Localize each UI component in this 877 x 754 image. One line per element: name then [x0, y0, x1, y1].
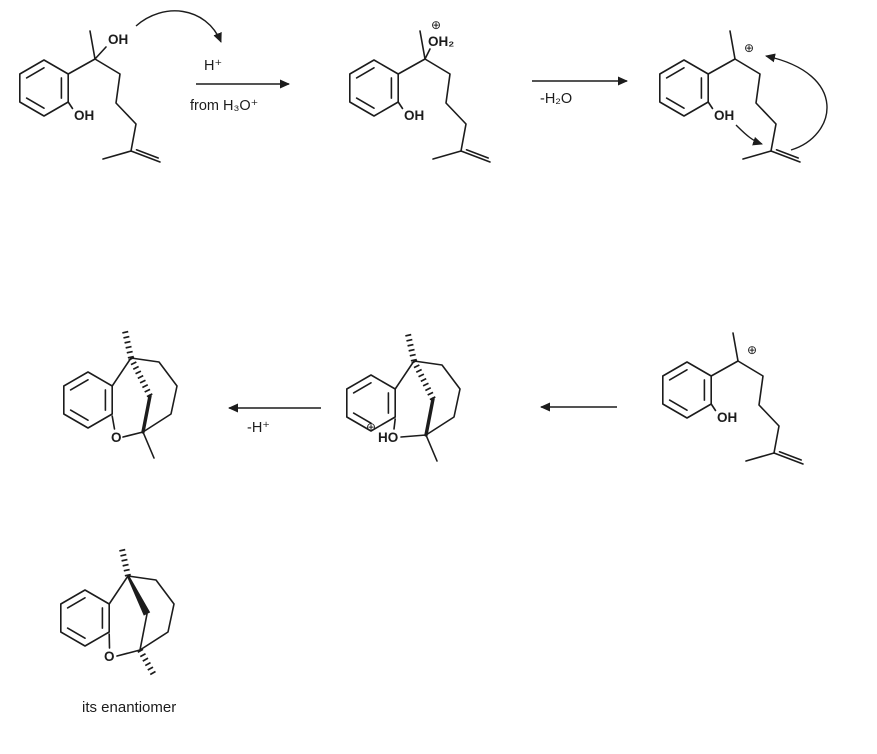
phenol-chain-skeleton [663, 333, 803, 464]
hashed-methyl-bond [405, 333, 417, 362]
aryl-o-bond [393, 418, 397, 430]
structure-protonated-bicyclic-ether: ⊕ HO [345, 333, 461, 462]
benzene-ring [62, 371, 113, 429]
bold-bridge-bond [424, 397, 435, 437]
hashed-bridge-bond [128, 356, 153, 398]
bold-bridge-bond [141, 394, 152, 434]
phenol-oh-label: OH [717, 410, 737, 425]
plus-charge-icon: ⊕ [747, 343, 757, 357]
ring-bond [108, 575, 129, 605]
bridge-bond [139, 613, 148, 651]
step1-reagent-label: H⁺ [204, 58, 222, 74]
phenol-oh-label: OH [74, 108, 94, 123]
phenol-chain-skeleton [20, 31, 160, 162]
plus-charge-icon: ⊕ [744, 41, 754, 55]
methyl-bond [425, 434, 438, 462]
c-oh2-bond [424, 48, 431, 60]
hashed-methyl-bond [119, 548, 131, 577]
phenol-oh-label: OH [714, 108, 734, 123]
phenol-chain-skeleton [660, 31, 800, 162]
phenol-oh-label: OH [404, 108, 424, 123]
structure-bicyclic-ether-product: O [62, 330, 178, 459]
o-c-bond [116, 649, 141, 657]
methyl-bond [142, 431, 155, 459]
plus-charge-icon: ⊕ [366, 420, 376, 434]
c-oh-bond [94, 46, 107, 60]
phenol-chain-skeleton [350, 31, 490, 162]
ether-o-label: O [111, 430, 122, 445]
oxonium-oh2-label: OH₂ [428, 34, 454, 49]
curved-arrow-oh-to-alkene [735, 124, 763, 146]
carbocycle-bonds [127, 575, 175, 651]
step1-source-label: from H₃O⁺ [190, 98, 258, 114]
enantiomer-caption: its enantiomer [82, 699, 176, 716]
benzene-ring [59, 589, 110, 647]
alcohol-oh-label: OH [108, 32, 128, 47]
reaction-step-2: -H₂O [532, 76, 628, 107]
hydroxyl-ho-label: HO [378, 430, 398, 445]
structure-enantiomer: O its enantiomer [59, 548, 176, 716]
hashed-methyl-bond [122, 330, 134, 359]
ring-bond [394, 360, 415, 390]
step4-loss-label: -H⁺ [247, 420, 270, 436]
reaction-step-1: H⁺ from H₃O⁺ [190, 58, 290, 114]
o-c-bond [400, 434, 427, 438]
hashed-methyl-bond [137, 648, 157, 677]
o-c-bond [122, 431, 144, 438]
structure-benzylic-cation: ⊕ OH [660, 31, 828, 162]
ether-o-label: O [104, 649, 115, 664]
curved-arrow-alkene-to-cation [765, 53, 828, 151]
ring-bond [111, 357, 132, 387]
plus-charge-icon: ⊕ [431, 18, 441, 32]
curved-arrow-oh-to-proton [135, 10, 222, 43]
carbocycle-bonds [130, 357, 178, 433]
wedge-bridge-bond [126, 575, 151, 616]
hashed-bridge-bond [411, 359, 436, 401]
carbocycle-bonds [413, 360, 461, 436]
aryl-o-bond [111, 415, 116, 430]
reaction-step-4: -H⁺ [228, 403, 321, 436]
structure-benzylic-cation-repeat: ⊕ OH [663, 333, 803, 464]
structure-protonated-alcohol: ⊕ OH₂ OH [350, 18, 490, 162]
structure-diol: OH OH [20, 10, 222, 162]
step2-loss-label: -H₂O [540, 91, 572, 107]
